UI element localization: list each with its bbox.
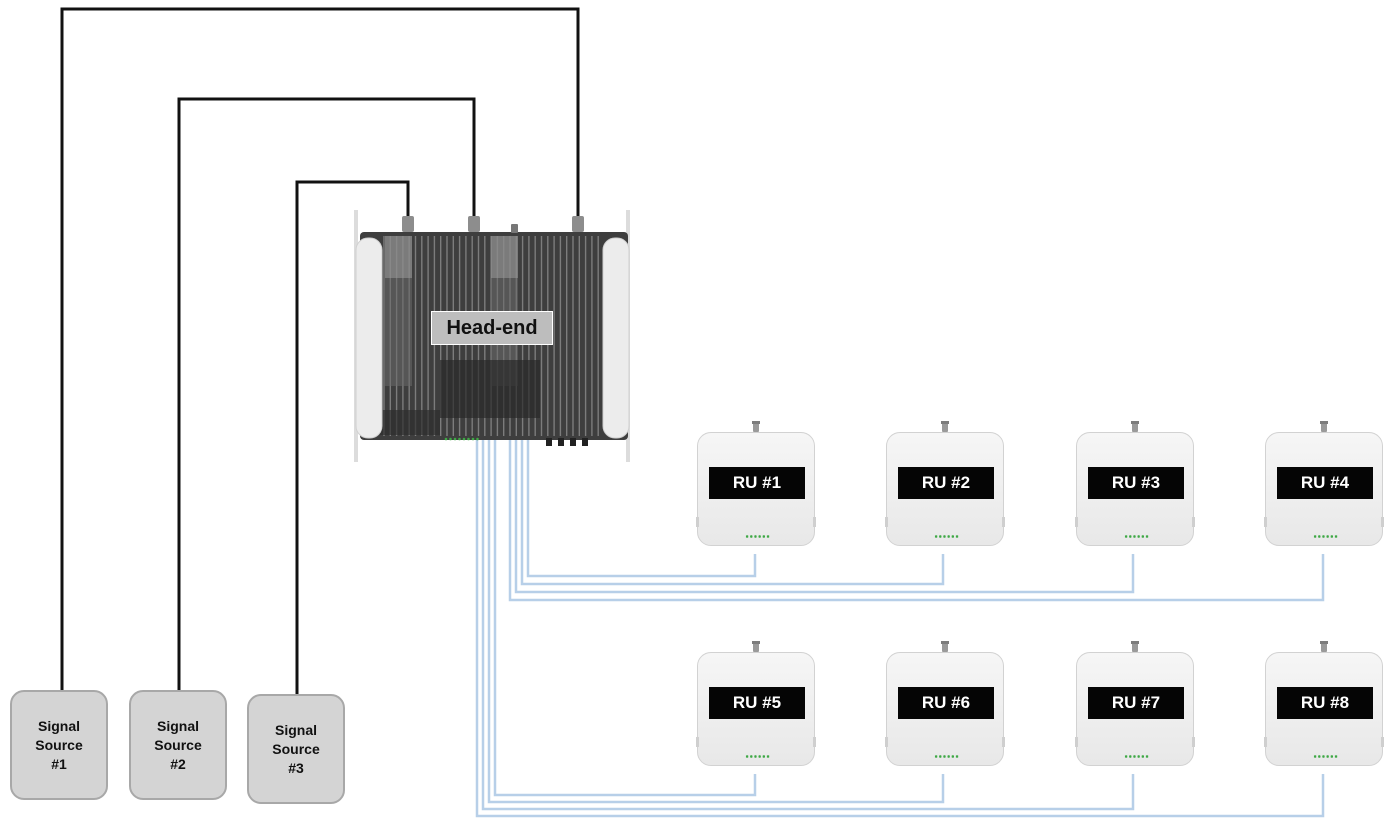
remote-unit-1: RU #1 (696, 421, 816, 546)
headend-led (444, 437, 448, 441)
signal-source-2: Signal Source #2 (129, 690, 227, 800)
fiber-cable-ru-5 (493, 438, 757, 797)
signal-source-2-line2: Source (154, 736, 202, 753)
left-handle (355, 237, 383, 439)
remote-unit-4-label: RU #4 (1277, 467, 1373, 499)
headend-led (467, 437, 470, 441)
signal-source-3-line1: Signal (274, 721, 317, 738)
headend-coax-ports (402, 216, 584, 233)
remote-unit-7: RU #7 (1075, 641, 1195, 766)
remote-unit-3: RU #3 (1075, 421, 1195, 546)
status-leds (745, 535, 771, 538)
fiber-cable-ru-8 (475, 438, 1325, 818)
remote-unit-8: RU #8 (1264, 641, 1384, 766)
headend-leds (444, 437, 479, 441)
remote-unit-3-label: RU #3 (1088, 467, 1184, 499)
signal-source-2-line3: #2 (170, 755, 186, 772)
antenna-icon (1320, 641, 1328, 652)
signal-source-3: Signal Source #3 (247, 694, 345, 804)
antenna-icon (1320, 421, 1328, 432)
status-leds (1124, 755, 1150, 758)
remote-unit-2-label: RU #2 (898, 467, 994, 499)
headend-led (476, 437, 479, 441)
status-leds (934, 755, 960, 758)
fiber-cable-ru-4 (508, 438, 1325, 602)
signal-source-1-line3: #1 (51, 755, 67, 772)
status-leds (1124, 535, 1150, 538)
antenna-icon (752, 421, 760, 432)
fiber-cable-ru-3 (514, 438, 1135, 594)
coax-cable-source-1 (60, 7, 580, 690)
status-leds (1313, 755, 1339, 758)
headend-led (471, 437, 475, 441)
headend-fiber-ports (546, 438, 588, 446)
remote-unit-5: RU #5 (696, 641, 816, 766)
antenna-icon (752, 641, 760, 652)
coax-cables (60, 7, 580, 694)
headend-led (458, 437, 461, 441)
remote-unit-2: RU #2 (885, 421, 1005, 546)
headend-label: Head-end (431, 311, 553, 345)
antenna-icon (1131, 641, 1139, 652)
signal-source-1-line2: Source (35, 736, 83, 753)
right-handle (602, 237, 630, 439)
status-leds (934, 535, 960, 538)
antenna-icon (1131, 421, 1139, 432)
signal-source-2-line1: Signal (156, 717, 199, 734)
signal-source-1: Signal Source #1 (10, 690, 108, 800)
antenna-icon (941, 641, 949, 652)
antenna-icon (941, 421, 949, 432)
remote-unit-8-label: RU #8 (1277, 687, 1373, 719)
remote-unit-4: RU #4 (1264, 421, 1384, 546)
fiber-cable-ru-7 (481, 438, 1135, 811)
coax-cable-source-2 (177, 97, 476, 690)
coax-cable-source-3 (295, 180, 410, 694)
remote-unit-1-label: RU #1 (709, 467, 805, 499)
fiber-cable-ru-2 (520, 438, 945, 586)
signal-source-3-line2: Source (272, 740, 320, 757)
remote-unit-5-label: RU #5 (709, 687, 805, 719)
remote-unit-7-label: RU #7 (1088, 687, 1184, 719)
fiber-cable-ru-6 (487, 438, 945, 804)
headend-led (462, 437, 466, 441)
remote-unit-6: RU #6 (885, 641, 1005, 766)
remote-unit-6-label: RU #6 (898, 687, 994, 719)
signal-source-1-line1: Signal (37, 717, 80, 734)
headend-led (453, 437, 457, 441)
status-leds (745, 755, 771, 758)
fiber-cable-ru-1 (526, 438, 757, 578)
fiber-cables (475, 438, 1325, 818)
headend-led (449, 437, 452, 441)
signal-source-3-line3: #3 (288, 759, 304, 776)
status-leds (1313, 535, 1339, 538)
